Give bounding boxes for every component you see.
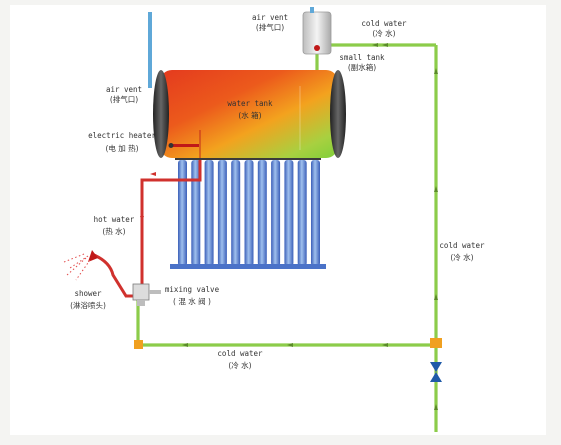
cold-water-right-text: cold water [439, 241, 485, 250]
evacuated-tube [178, 160, 187, 266]
cold-water-top-cn: (冷 水) [372, 28, 395, 38]
evacuated-tube [204, 160, 214, 266]
evacuated-tube [311, 160, 320, 266]
mixing-valve-cn: ( 混 水 阀 ) [173, 296, 211, 306]
evacuated-tube [284, 160, 294, 266]
small-tank [302, 7, 332, 55]
label-shower: shower (淋浴喷头) [70, 289, 106, 310]
corner-joint [134, 340, 143, 349]
hot-flow-arrows [140, 172, 156, 222]
evacuated-tube [297, 160, 307, 266]
hot-water-pipes [93, 160, 202, 298]
label-small-tank: small tank (副水箱) [339, 53, 385, 72]
evacuated-tubes [170, 152, 326, 269]
small-tank-cn: (副水箱) [348, 62, 376, 72]
label-air-vent-top: air vent (排气口) [252, 13, 288, 32]
small-tank-text: small tank [339, 53, 385, 62]
evacuated-tube [217, 160, 227, 266]
electric-heater-element [169, 144, 199, 147]
shower-head [63, 250, 98, 281]
label-electric-heater: electric heater (电 加 热) [88, 131, 156, 153]
hot-water-text: hot water [94, 215, 135, 224]
label-cold-water-right: cold water (冷 水) [439, 241, 485, 262]
mixing-valve [132, 283, 161, 306]
evacuated-tube [271, 160, 281, 266]
air-vent-top-cn: (排气口) [256, 22, 284, 32]
label-water-tank: water tank (水 箱) [227, 99, 273, 120]
evacuated-tube [231, 160, 241, 266]
evacuated-tube [257, 160, 267, 266]
label-mixing-valve: mixing valve ( 混 水 阀 ) [165, 285, 220, 306]
cold-water-bottom-cn: (冷 水) [228, 360, 251, 370]
label-cold-water-bottom: cold water (冷 水) [217, 349, 263, 370]
shower-cn: (淋浴喷头) [70, 300, 106, 310]
cold-water-right-cn: (冷 水) [450, 252, 473, 262]
label-cold-water-top: cold water (冷 水) [361, 19, 407, 38]
evacuated-tube [191, 160, 201, 266]
tee-joint [430, 338, 442, 348]
hot-water-cn: (热 水) [102, 226, 125, 236]
air-vent-top-text: air vent [252, 13, 288, 22]
air-vent-left-text: air vent [106, 85, 142, 94]
air-vent-left-cn: (排气口) [110, 94, 138, 104]
mixing-valve-text: mixing valve [165, 285, 220, 294]
flow-arrows [182, 43, 438, 410]
air-vent-pipe [148, 12, 152, 88]
shower-text: shower [74, 289, 102, 298]
label-hot-water: hot water (热 水) [94, 215, 135, 236]
label-air-vent-left: air vent (排气口) [106, 85, 142, 104]
water-tank [153, 70, 346, 158]
electric-heater-cn: (电 加 热) [105, 143, 138, 153]
water-tank-cn: (水 箱) [238, 110, 261, 120]
stop-valve-icon [430, 362, 442, 382]
cold-water-top-text: cold water [361, 19, 407, 28]
electric-heater-text: electric heater [88, 131, 156, 140]
evacuated-tube [244, 160, 254, 266]
water-tank-text: water tank [227, 99, 273, 108]
cold-water-bottom-text: cold water [217, 349, 263, 358]
